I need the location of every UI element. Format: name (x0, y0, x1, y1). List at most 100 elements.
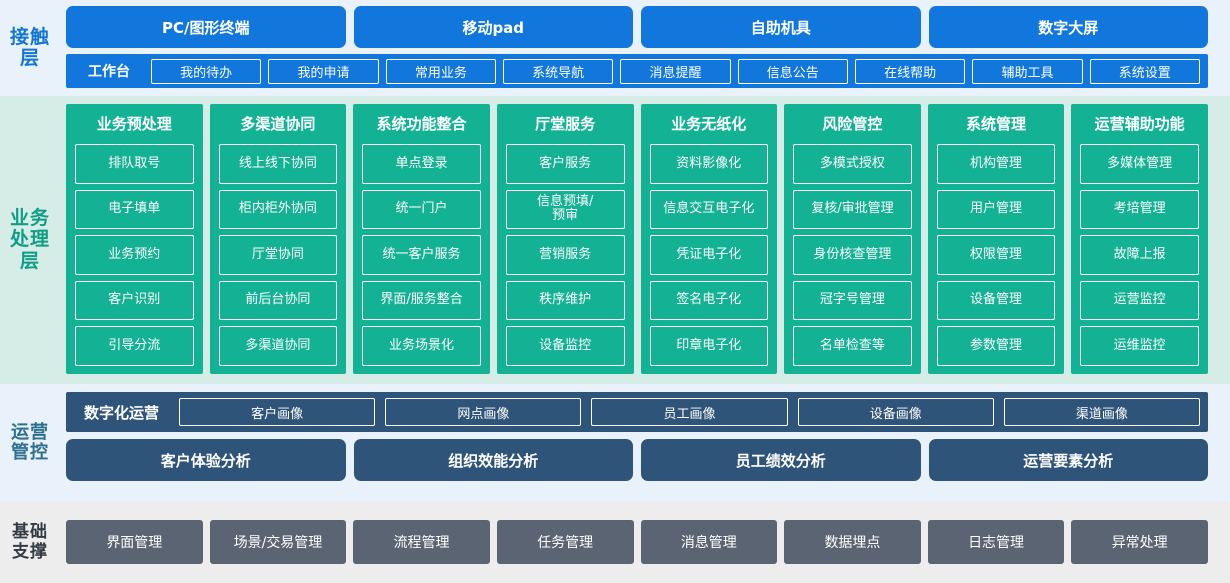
business-item[interactable]: 营销服务 (505, 235, 625, 275)
operations-layer-label: 运营 管控 (0, 384, 60, 502)
business-item[interactable]: 多媒体管理 (1080, 144, 1199, 184)
workbench-item[interactable]: 我的待办 (151, 58, 262, 84)
foundation-item[interactable]: 界面管理 (66, 519, 203, 564)
business-item[interactable]: 资料影像化 (649, 144, 769, 184)
business-layer-band: 业务 处理 层 业务预处理 排队取号 电子填单 业务预约 客户识别 引导分流 多… (0, 96, 1230, 384)
business-item[interactable]: 界面/服务整合 (362, 280, 481, 321)
business-item[interactable]: 印章电子化 (649, 326, 769, 366)
foundation-item[interactable]: 消息管理 (640, 519, 778, 564)
business-item[interactable]: 签名电子化 (649, 280, 769, 321)
operations-layer-label-line-1: 运营 (11, 421, 49, 443)
business-column-title: 风险管控 (822, 115, 883, 133)
foundation-layer-label: 基础 支撑 (0, 502, 60, 583)
business-layer-label-line-3: 层 (19, 249, 40, 272)
business-item[interactable]: 排队取号 (75, 144, 194, 184)
business-item[interactable]: 设备监控 (505, 326, 625, 366)
touch-layer-label-line-1: 接触 (9, 25, 50, 48)
terminal-chip[interactable]: PC/图形终端 (66, 6, 346, 48)
business-item[interactable]: 名单检查等 (793, 326, 912, 366)
workbench-item[interactable]: 辅助工具 (972, 58, 1083, 84)
business-item[interactable]: 厅堂协同 (218, 235, 338, 275)
digital-operations-label: 数字化运营 (84, 403, 160, 422)
business-column-ting-tang-fu-wu: 厅堂服务 客户服务 信息预填/ 预审 营销服务 秩序维护 设备监控 (496, 104, 634, 374)
portrait-item[interactable]: 网点画像 (385, 398, 582, 426)
business-column-duo-qu-dao-xie-tong: 多渠道协同 线上线下协同 柜内柜外协同 厅堂协同 前后台协同 多渠道协同 (209, 104, 347, 374)
business-item[interactable]: 多渠道协同 (218, 326, 338, 366)
foundation-item[interactable]: 任务管理 (496, 519, 634, 564)
business-item[interactable]: 单点登录 (362, 144, 481, 184)
portrait-item[interactable]: 客户画像 (179, 398, 376, 426)
business-layer-label-line-2: 处理 (9, 228, 50, 251)
business-item[interactable]: 多模式授权 (793, 144, 912, 184)
touch-layer-label-line-2: 层 (19, 47, 40, 69)
business-item[interactable]: 设备管理 (936, 280, 1056, 321)
business-item[interactable]: 前后台协同 (218, 280, 338, 321)
analysis-item[interactable]: 员工绩效分析 (641, 439, 921, 481)
business-layer-label: 业务 处理 层 (0, 96, 60, 384)
terminal-chip[interactable]: 自助机具 (641, 6, 921, 48)
business-column-ye-wu-wu-zhi-hua: 业务无纸化 资料影像化 信息交互电子化 凭证电子化 签名电子化 印章电子化 (640, 104, 778, 374)
portrait-item[interactable]: 渠道画像 (1003, 398, 1201, 426)
workbench-item[interactable]: 我的申请 (268, 58, 379, 84)
foundation-item[interactable]: 流程管理 (353, 519, 490, 564)
foundation-item[interactable]: 场景/交易管理 (209, 519, 347, 564)
business-item[interactable]: 运营监控 (1080, 280, 1199, 321)
business-item[interactable]: 秩序维护 (505, 280, 625, 321)
workbench-item[interactable]: 常用业务 (385, 58, 496, 84)
business-item[interactable]: 运维监控 (1080, 326, 1199, 366)
workbench-item[interactable]: 消息提醒 (620, 58, 731, 84)
workbench-row: 工作台 我的待办 我的申请 常用业务 系统导航 消息提醒 信息公告 在线帮助 辅… (66, 54, 1208, 88)
business-item[interactable]: 客户识别 (75, 280, 194, 321)
business-item[interactable]: 引导分流 (75, 326, 194, 366)
touch-layer-label: 接触 层 (0, 0, 60, 96)
business-item[interactable]: 机构管理 (936, 144, 1056, 184)
portrait-item[interactable]: 员工画像 (591, 398, 788, 426)
touch-layer-band: 接触 层 PC/图形终端 移动pad 自助机具 数字大屏 工作台 我的待办 我的… (0, 0, 1230, 96)
analysis-row: 客户体验分析 组织效能分析 员工绩效分析 运营要素分析 (66, 439, 1208, 481)
workbench-item[interactable]: 在线帮助 (854, 58, 966, 84)
business-item[interactable]: 冠字号管理 (793, 280, 912, 321)
business-item[interactable]: 客户服务 (505, 144, 625, 184)
business-item[interactable]: 考培管理 (1080, 189, 1199, 230)
business-item[interactable]: 业务场景化 (362, 326, 481, 366)
analysis-item[interactable]: 组织效能分析 (353, 439, 633, 481)
business-item[interactable]: 用户管理 (936, 189, 1056, 230)
business-item[interactable]: 柜内柜外协同 (218, 189, 338, 230)
terminal-chip[interactable]: 数字大屏 (928, 6, 1208, 48)
business-column-title: 多渠道协同 (240, 115, 316, 133)
portrait-item[interactable]: 设备画像 (797, 398, 994, 426)
analysis-item[interactable]: 运营要素分析 (928, 439, 1208, 481)
business-item[interactable]: 身份核查管理 (793, 235, 912, 275)
business-item[interactable]: 统一客户服务 (362, 235, 481, 275)
touch-layer-body: PC/图形终端 移动pad 自助机具 数字大屏 工作台 我的待办 我的申请 常用… (60, 0, 1230, 96)
foundation-item[interactable]: 数据埋点 (784, 519, 921, 564)
business-column-title: 运营辅助功能 (1094, 115, 1185, 133)
business-column-feng-xian-guan-kong: 风险管控 多模式授权 复核/审批管理 身份核查管理 冠字号管理 名单检查等 (784, 104, 921, 374)
business-item[interactable]: 信息预填/ 预审 (505, 189, 625, 230)
operations-layer-body: 数字化运营 客户画像 网点画像 员工画像 设备画像 渠道画像 客户体验分析 组织… (60, 384, 1230, 502)
business-item[interactable]: 线上线下协同 (218, 144, 338, 184)
workbench-item[interactable]: 信息公告 (737, 58, 848, 84)
terminal-chip[interactable]: 移动pad (353, 6, 633, 48)
business-column-title: 业务预处理 (96, 115, 172, 133)
foundation-layer-label-line-2: 支撑 (12, 541, 48, 562)
business-item[interactable]: 统一门户 (362, 189, 481, 230)
workbench-item[interactable]: 系统导航 (502, 58, 614, 84)
analysis-item[interactable]: 客户体验分析 (66, 439, 346, 481)
operations-layer-band: 运营 管控 数字化运营 客户画像 网点画像 员工画像 设备画像 渠道画像 客户体… (0, 384, 1230, 502)
business-item[interactable]: 权限管理 (936, 235, 1056, 275)
business-column-title: 业务无纸化 (671, 115, 747, 133)
business-item[interactable]: 参数管理 (936, 326, 1056, 366)
foundation-item[interactable]: 异常处理 (1071, 519, 1208, 564)
workbench-item[interactable]: 系统设置 (1089, 58, 1200, 84)
foundation-row: 界面管理 场景/交易管理 流程管理 任务管理 消息管理 数据埋点 日志管理 异常… (66, 519, 1208, 564)
foundation-layer-band: 基础 支撑 界面管理 场景/交易管理 流程管理 任务管理 消息管理 数据埋点 日… (0, 502, 1230, 583)
business-item[interactable]: 信息交互电子化 (649, 189, 769, 230)
business-item[interactable]: 复核/审批管理 (793, 189, 912, 230)
business-item[interactable]: 故障上报 (1080, 235, 1199, 275)
business-item[interactable]: 电子填单 (75, 189, 194, 230)
foundation-item[interactable]: 日志管理 (927, 519, 1065, 564)
business-item[interactable]: 凭证电子化 (649, 235, 769, 275)
business-item[interactable]: 业务预约 (75, 235, 194, 275)
business-layer-body: 业务预处理 排队取号 电子填单 业务预约 客户识别 引导分流 多渠道协同 线上线… (60, 96, 1230, 384)
